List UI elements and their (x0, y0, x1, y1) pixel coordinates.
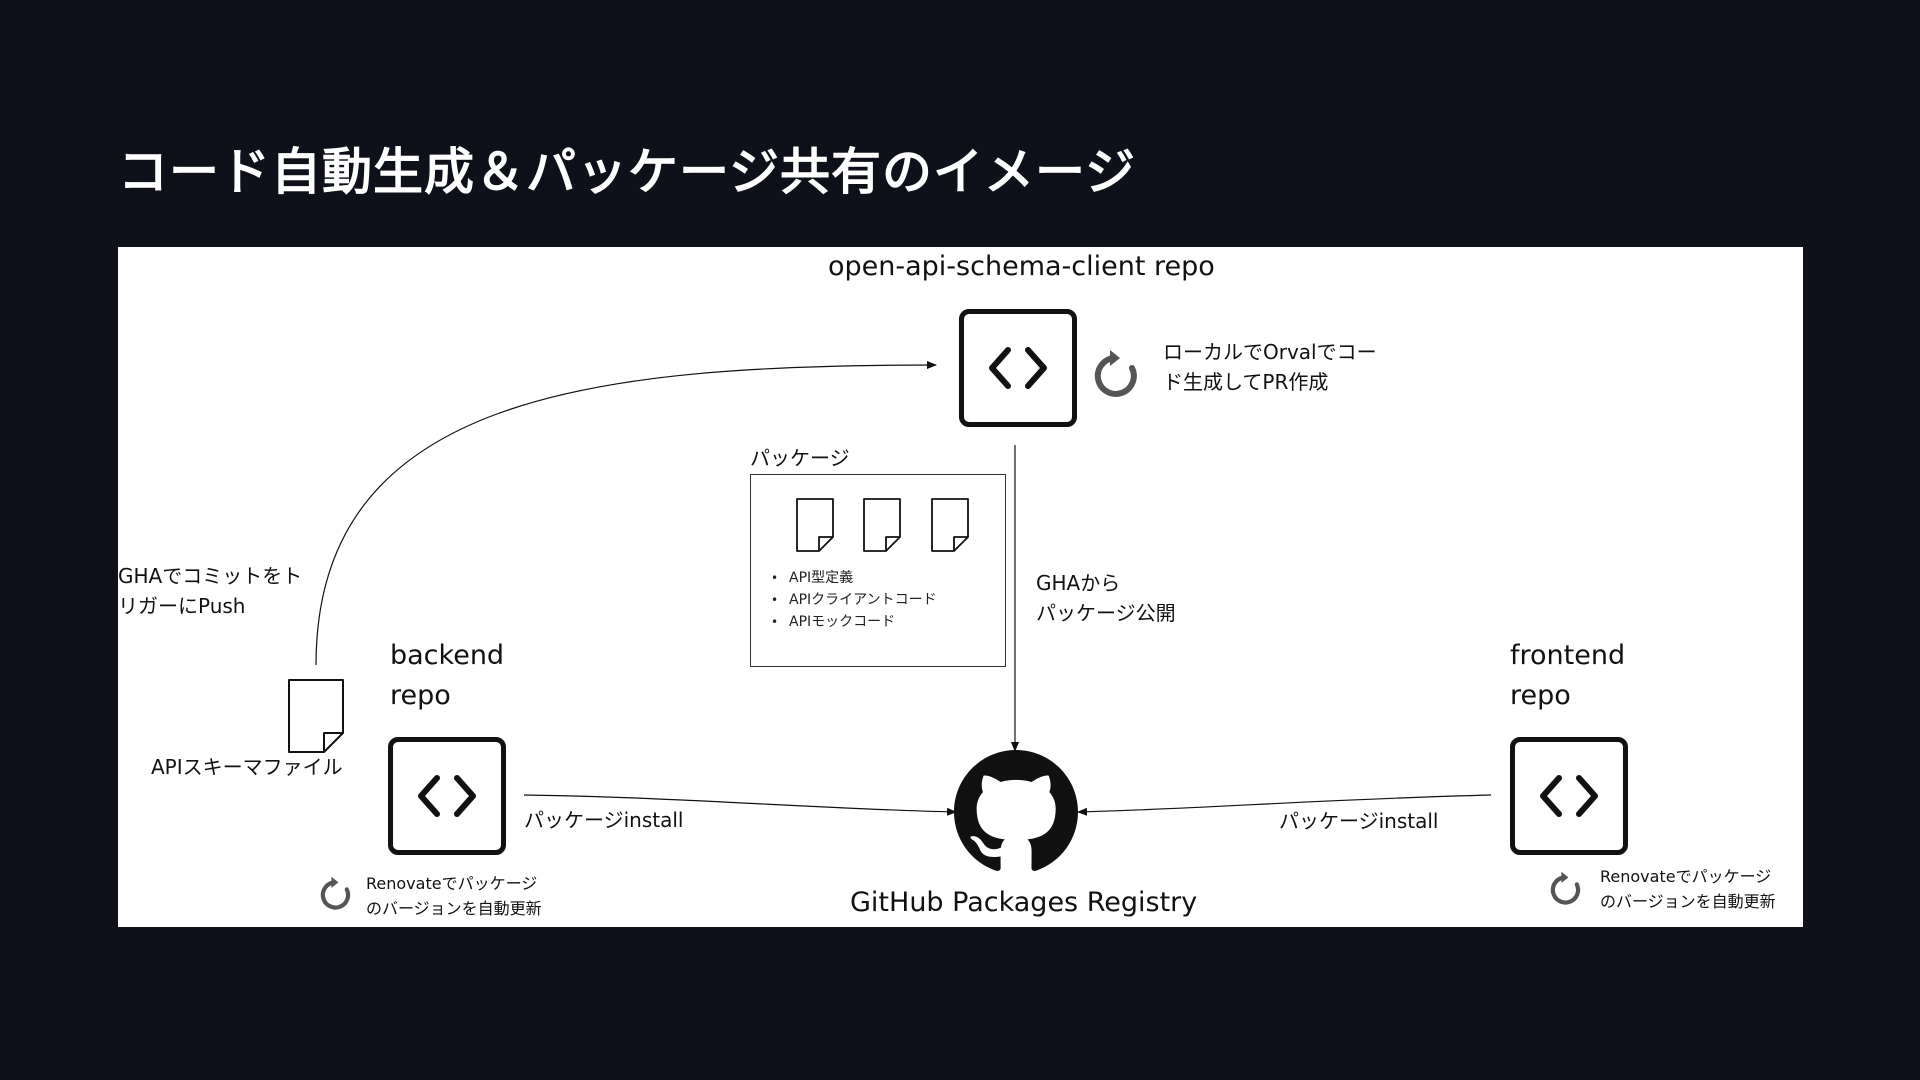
backend-repo-code-icon (388, 737, 506, 855)
package-file-icon (931, 498, 969, 552)
backend-repo-title-line1: backend (390, 640, 505, 671)
publish-label-line2: パッケージ公開 (1036, 601, 1176, 625)
push-arrow (315, 361, 937, 666)
refresh-icon (1550, 871, 1581, 905)
refresh-icon (320, 876, 351, 910)
package-item: APIモックコード (771, 611, 937, 633)
frontend-install-arrow (1077, 794, 1492, 816)
package-box: API型定義 APIクライアントコード APIモックコード (750, 474, 1006, 667)
frontend-renovate-line1: Renovateでパッケージ (1600, 867, 1772, 886)
package-title: パッケージ (750, 446, 850, 470)
slide-title: コード自動生成＆パッケージ共有のイメージ (118, 143, 1136, 201)
backend-renovate-line1: Renovateでパッケージ (366, 874, 538, 893)
frontend-repo-code-icon (1510, 737, 1628, 855)
package-item: APIクライアントコード (771, 589, 937, 611)
package-file-icon (796, 498, 834, 552)
trigger-label-line2: リガーにPush (118, 594, 246, 618)
publish-label-line1: GHAから (1036, 571, 1121, 595)
registry-label: GitHub Packages Registry (850, 887, 1198, 918)
diagram-panel: open-api-schema-client repo ローカルでOrvalでコ… (118, 247, 1803, 927)
frontend-repo-title-line1: frontend (1510, 640, 1626, 671)
schema-file-icon (288, 679, 344, 753)
frontend-repo-title-line2: repo (1510, 680, 1571, 711)
schema-repo-note-line2: ド生成してPR作成 (1163, 370, 1329, 394)
package-contents-list: API型定義 APIクライアントコード APIモックコード (753, 567, 937, 633)
package-item: API型定義 (771, 567, 937, 589)
refresh-icon (1094, 350, 1137, 397)
trigger-label-line1: GHAでコミットをト (118, 564, 303, 588)
backend-install-arrow (523, 794, 957, 816)
schema-repo-code-icon (959, 309, 1077, 427)
backend-renovate-line2: のバージョンを自動更新 (366, 899, 542, 918)
package-file-icon (863, 498, 901, 552)
schema-repo-title: open-api-schema-client repo (828, 251, 1215, 282)
github-icon (954, 750, 1078, 871)
frontend-install-label: パッケージinstall (1279, 809, 1439, 833)
frontend-renovate-line2: のバージョンを自動更新 (1600, 892, 1776, 911)
schema-repo-note-line1: ローカルでOrvalでコー (1163, 340, 1377, 364)
backend-repo-title-line2: repo (390, 680, 451, 711)
schema-file-label: APIスキーマファイル (151, 755, 343, 779)
backend-install-label: パッケージinstall (524, 808, 684, 832)
connector-lines (315, 361, 1492, 816)
